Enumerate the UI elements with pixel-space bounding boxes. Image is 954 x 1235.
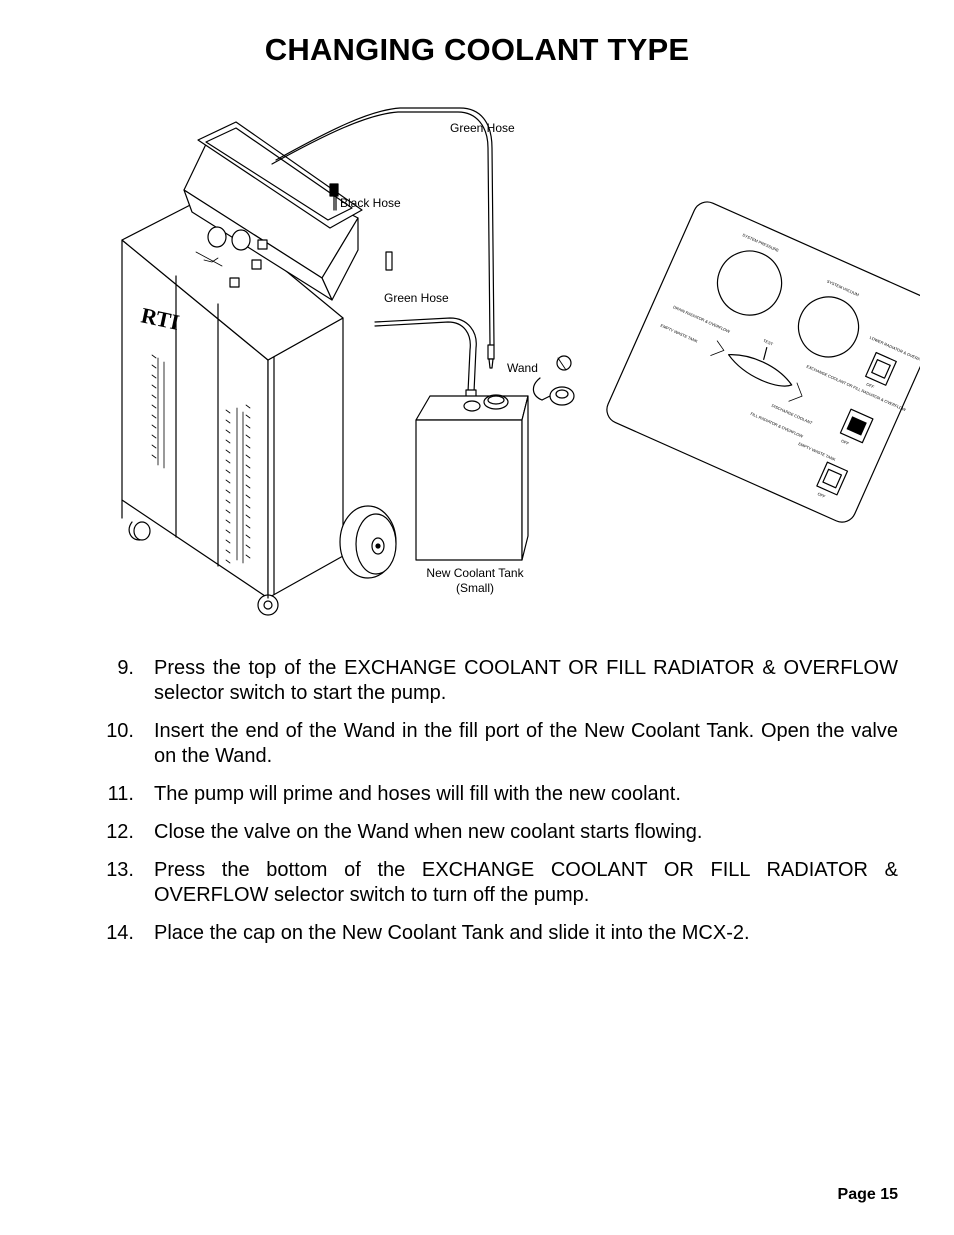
panel-text-off-1: OFF <box>866 382 876 390</box>
label-green-hose-top: Green Hose <box>450 121 515 135</box>
label-black-hose: Black Hose <box>340 196 401 210</box>
control-panel-detail: SYSTEM PRESSURE SYSTEM VACUUM LOWER RADI… <box>606 201 920 523</box>
pressure-gauge-icon <box>716 250 783 316</box>
step-number: 10. <box>106 720 134 742</box>
page-title: CHANGING COOLANT TYPE <box>264 32 690 67</box>
step-text: Press the bottom of the EXCHANGE COOLANT… <box>154 859 898 906</box>
step-item: 13. Press the bottom of the EXCHANGE COO… <box>100 858 898 908</box>
illustration-svg: RTI <box>121 107 920 616</box>
instruction-steps: 9. Press the top of the EXCHANGE COOLANT… <box>100 656 898 959</box>
step-number: 12. <box>106 821 134 843</box>
coolant-tank <box>415 394 529 561</box>
empty-waste-tank-switch[interactable] <box>816 461 849 496</box>
page-number: Page 15 <box>837 1186 898 1203</box>
wheels <box>121 499 397 616</box>
panel-text-test: TEST <box>762 338 774 347</box>
label-wand: Wand <box>507 361 538 375</box>
step-item: 10. Insert the end of the Wand in the fi… <box>100 719 898 769</box>
step-text: Place the cap on the New Coolant Tank an… <box>154 922 750 944</box>
coolant-machine-illustration: RTI <box>100 100 920 620</box>
step-number: 11. <box>107 783 134 805</box>
step-number: 13. <box>106 859 134 881</box>
step-number: 9. <box>117 657 134 679</box>
wand <box>532 355 575 406</box>
step-number: 14. <box>106 922 134 944</box>
step-item: 14. Place the cap on the New Coolant Tan… <box>100 921 898 946</box>
label-tank-line1: New Coolant Tank <box>426 566 524 580</box>
green-hose-mid <box>374 251 477 399</box>
green-hose-top <box>271 107 495 369</box>
label-green-hose-mid: Green Hose <box>384 291 449 305</box>
step-item: 11. The pump will prime and hoses will f… <box>100 782 898 807</box>
panel-text-off-3: OFF <box>817 491 827 499</box>
step-item: 12. Close the valve on the Wand when new… <box>100 820 898 845</box>
vacuum-gauge-icon <box>797 296 860 358</box>
selector-knob[interactable] <box>725 348 796 392</box>
lower-radiator-switch[interactable] <box>865 351 897 386</box>
control-console <box>183 121 363 301</box>
step-text: Press the top of the EXCHANGE COOLANT OR… <box>154 657 898 704</box>
panel-text-off-2: OFF <box>840 438 850 446</box>
step-text: The pump will prime and hoses will fill … <box>154 783 681 805</box>
step-text: Close the valve on the Wand when new coo… <box>154 821 703 843</box>
step-text: Insert the end of the Wand in the fill p… <box>154 720 898 767</box>
black-hose <box>329 183 339 211</box>
step-item: 9. Press the top of the EXCHANGE COOLANT… <box>100 656 898 706</box>
label-tank-line2: (Small) <box>456 581 494 595</box>
